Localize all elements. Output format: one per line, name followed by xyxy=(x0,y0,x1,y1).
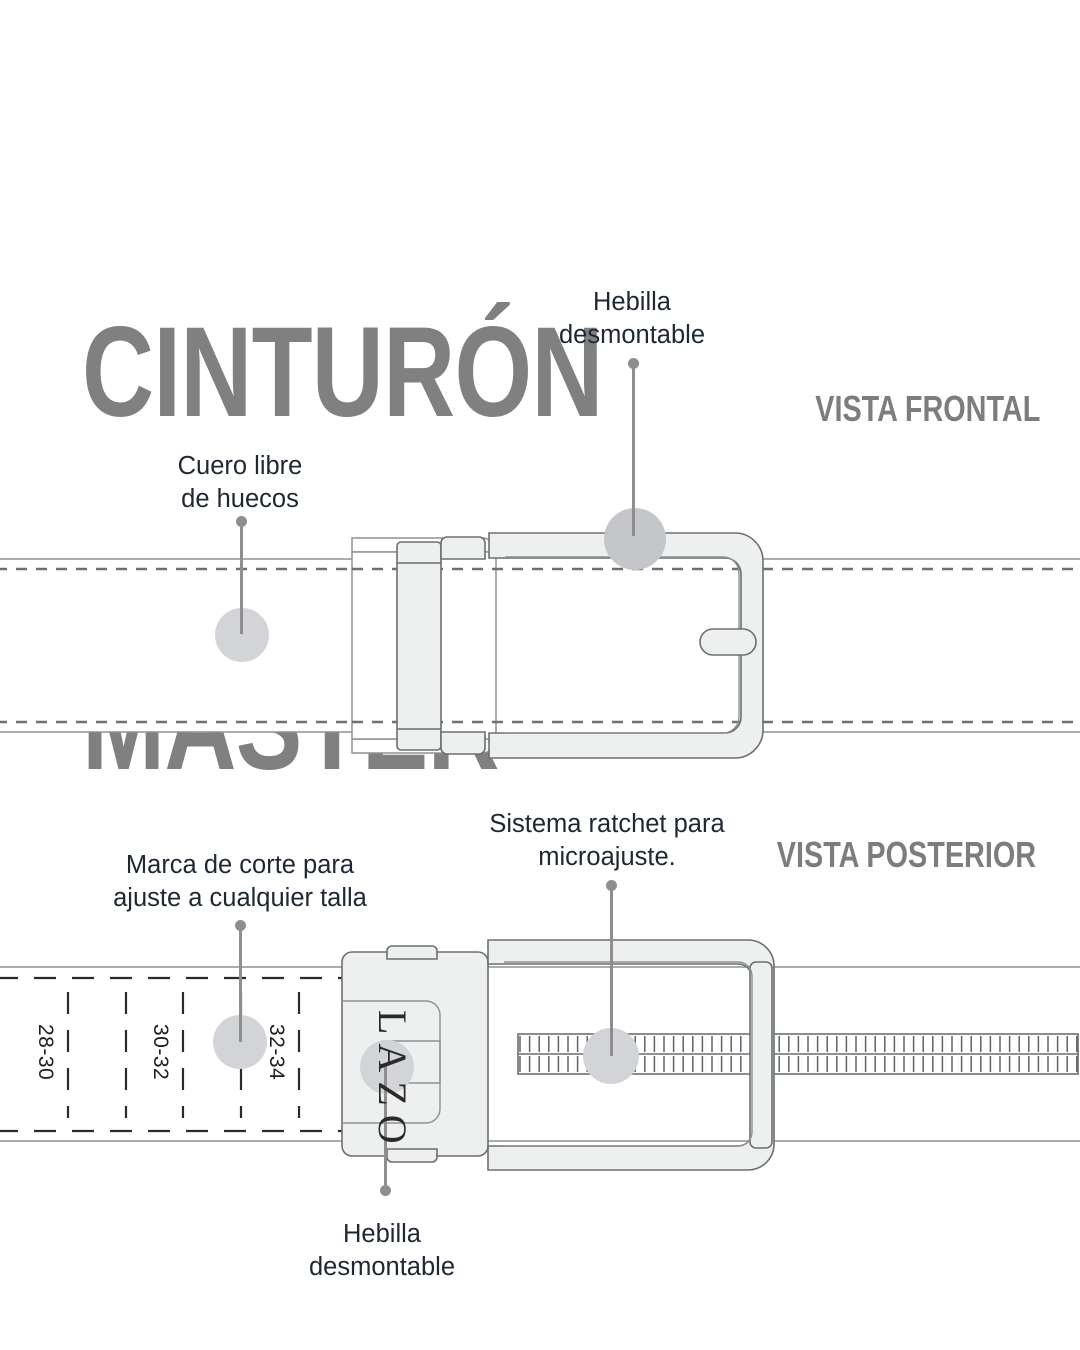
brand-logo-lazo: LAZO xyxy=(370,1010,415,1153)
front-belt-group xyxy=(0,532,1080,759)
size-label-2: 30-32 xyxy=(149,1024,172,1081)
callout-buckle-front: Hebilla desmontable xyxy=(558,288,705,350)
leader-line-ratchet xyxy=(610,888,613,1056)
front-buckle-frame xyxy=(488,532,764,759)
size-label-3: 32-34 xyxy=(265,1024,288,1081)
front-strap-left xyxy=(0,558,363,733)
front-tab-bottom xyxy=(440,731,486,755)
callout-cut-mark: Marca de corte para ajuste a cualquier t… xyxy=(113,851,367,913)
front-buckle-prong xyxy=(699,628,757,656)
back-buckle-bar xyxy=(749,961,773,1149)
back-buckle-plate xyxy=(341,951,489,1157)
back-strap-left xyxy=(0,966,355,1142)
leader-line-cut-mark xyxy=(239,928,242,1042)
view-label-front: VISTA FRONTAL xyxy=(814,388,1040,429)
callout-buckle-back: Hebilla desmontable xyxy=(308,1220,455,1282)
front-keeper-loop xyxy=(396,541,442,751)
leader-dot-cut-mark xyxy=(235,920,246,931)
leader-dot-leather xyxy=(236,516,247,527)
front-tab-top xyxy=(440,536,486,560)
front-strap-right xyxy=(741,558,1080,733)
back-plate-tab-bottom xyxy=(386,1148,438,1163)
callout-leather: Cuero libre de huecos xyxy=(177,452,303,514)
leader-line-buckle-back xyxy=(384,1065,387,1190)
leader-dot-buckle-front xyxy=(628,358,639,369)
leader-dot-ratchet xyxy=(606,880,617,891)
callout-ratchet: Sistema ratchet para microajuste. xyxy=(489,810,725,872)
highlight-buckle-front xyxy=(604,508,666,570)
leader-line-buckle-front xyxy=(632,366,635,536)
ratchet-teeth-group xyxy=(519,1036,1078,1072)
view-label-back: VISTA POSTERIOR xyxy=(776,834,1036,875)
size-label-1: 28-30 xyxy=(34,1024,57,1081)
back-plate-tab-top xyxy=(386,945,438,960)
highlight-buckle-back xyxy=(360,1040,414,1094)
leader-line-leather xyxy=(240,524,243,634)
leader-dot-buckle-back xyxy=(380,1185,391,1196)
back-buckle-inner-edge xyxy=(504,961,753,1147)
title-line-1: CINTURÓN xyxy=(82,300,603,444)
